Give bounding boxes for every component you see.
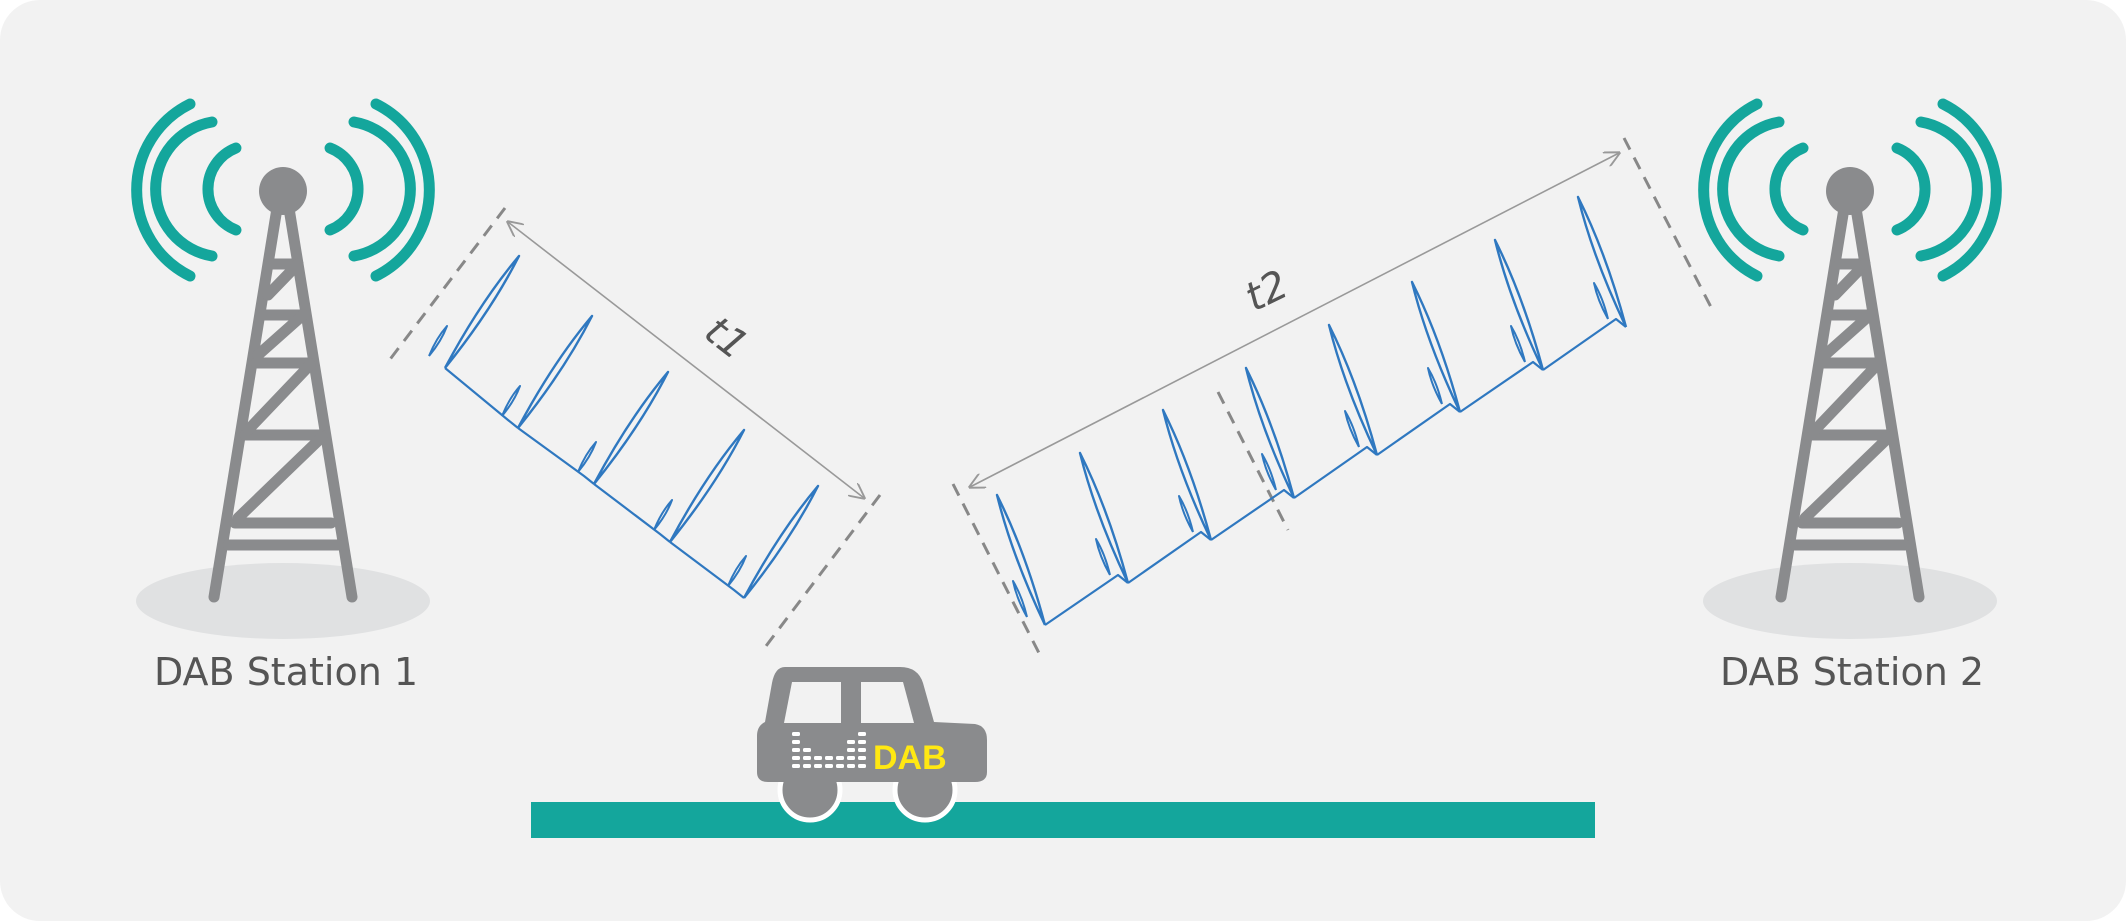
equalizer-bar <box>858 756 866 760</box>
signal-2-boundary-end <box>1622 137 1715 312</box>
equalizer-bar <box>858 732 866 736</box>
signal-1-boundary-start <box>386 207 507 363</box>
car: DAB <box>757 667 987 823</box>
signal-pulse <box>444 367 519 429</box>
equalizer-bar <box>792 748 800 752</box>
signal-pulse <box>516 314 594 429</box>
signal-pulse <box>1127 530 1212 584</box>
signal-1-waveform <box>428 254 820 599</box>
signal-pulse <box>1510 325 1526 363</box>
signal-pulse <box>501 385 521 417</box>
equalizer-bar <box>836 764 844 768</box>
station-1-label: DAB Station 1 <box>153 650 419 694</box>
signal-pulse <box>1293 445 1378 499</box>
signal-pulse <box>1344 410 1360 448</box>
tower-1-beacon <box>259 167 307 215</box>
equalizer-bar <box>803 748 811 752</box>
signal-pulse <box>428 325 448 357</box>
tower-2-structure <box>1775 190 1925 603</box>
tower-1-structure <box>208 190 358 603</box>
signal-pulse <box>1078 451 1130 584</box>
signal-1-boundary-end <box>761 494 882 651</box>
signal-1-duration-arrow <box>508 222 864 498</box>
signal-pulse <box>653 499 673 531</box>
signal-pulse <box>742 484 820 599</box>
signal-pulse <box>995 493 1047 626</box>
signal-pulse <box>1493 238 1545 371</box>
tower-1-shadow <box>136 563 430 639</box>
signal-pulse <box>1012 580 1028 618</box>
equalizer-bar <box>792 756 800 760</box>
road <box>531 802 1595 838</box>
signal-pulse <box>593 483 671 543</box>
equalizer-bar <box>847 756 855 760</box>
equalizer-bar <box>814 764 822 768</box>
signal-1 <box>386 207 882 651</box>
tower-2-beacon <box>1826 167 1874 215</box>
station-2-label: DAB Station 2 <box>1719 650 1985 694</box>
equalizer-bar <box>792 732 800 736</box>
car-label: DAB <box>873 739 947 777</box>
signal-pulse <box>592 370 670 485</box>
tower-2-waves <box>1698 98 2002 282</box>
signal-pulse <box>1161 408 1213 541</box>
signal-2-duration-arrow <box>970 153 1619 487</box>
equalizer-bar <box>825 756 833 760</box>
car-window-rear <box>784 682 841 723</box>
tower-1-waves <box>131 98 435 282</box>
tower-2-shadow <box>1703 563 1997 639</box>
signal-1-label: t1 <box>696 308 757 370</box>
signal-pulse <box>1542 317 1627 371</box>
signal-pulse <box>669 541 745 599</box>
signal-pulse <box>1095 538 1111 576</box>
equalizer-bar <box>858 748 866 752</box>
signal-pulse <box>1410 280 1462 413</box>
equalizer-bar <box>814 756 822 760</box>
equalizer-bar <box>847 764 855 768</box>
signal-pulse <box>443 254 521 369</box>
signal-pulse <box>1427 367 1443 405</box>
car-window-front <box>861 682 914 723</box>
signal-2-waveform <box>995 195 1628 626</box>
signal-pulse <box>1459 360 1544 413</box>
signal-2-boundary-start <box>951 483 1043 658</box>
signal-pulse <box>1593 282 1609 320</box>
signal-pulse <box>1261 453 1277 491</box>
equalizer-bar <box>792 764 800 768</box>
signal-pulse <box>517 427 595 485</box>
signal-pulse <box>1327 323 1379 456</box>
signal-2-label: t2 <box>1238 262 1295 321</box>
signal-pulse <box>1576 195 1628 328</box>
equalizer-bar <box>803 764 811 768</box>
signal-pulse <box>668 428 746 543</box>
signal-pulse <box>577 441 597 473</box>
signal-pulse <box>1376 402 1461 456</box>
signal-pulse <box>727 555 747 587</box>
tower-1 <box>131 98 435 639</box>
equalizer-bar <box>825 764 833 768</box>
signal-pulse <box>1210 488 1295 541</box>
equalizer-bar <box>836 756 844 760</box>
signal-pulse <box>1244 366 1296 499</box>
equalizer-icon <box>792 732 866 768</box>
equalizer-bar <box>803 756 811 760</box>
signal-2 <box>951 137 1715 658</box>
tower-2 <box>1698 98 2002 639</box>
equalizer-bar <box>792 740 800 744</box>
equalizer-bar <box>847 740 855 744</box>
equalizer-bar <box>847 748 855 752</box>
equalizer-bar <box>858 740 866 744</box>
signal-pulse <box>1044 573 1129 626</box>
equalizer-bar <box>858 764 866 768</box>
signal-pulse <box>1178 495 1194 533</box>
